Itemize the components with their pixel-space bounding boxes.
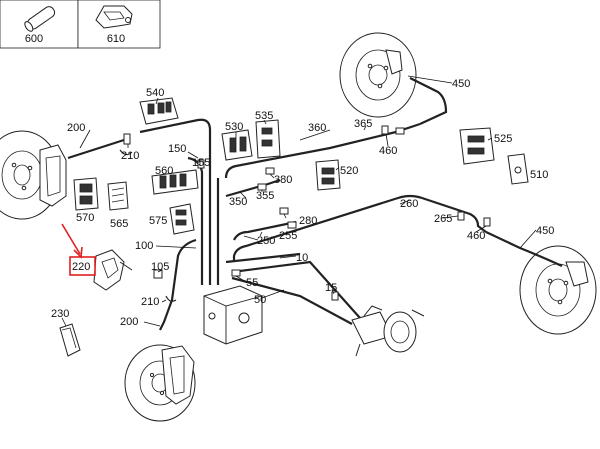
clip-535 xyxy=(255,119,281,159)
label-220[interactable]: 220 xyxy=(72,261,90,273)
clip-530 xyxy=(221,129,253,161)
label-230[interactable]: 230 xyxy=(51,308,69,320)
label-565[interactable]: 565 xyxy=(110,218,128,230)
label-575[interactable]: 575 xyxy=(149,215,167,227)
label-155[interactable]: 155 xyxy=(192,157,210,169)
part-220-bracket[interactable] xyxy=(93,249,133,291)
highlight-marker xyxy=(61,223,96,276)
brake-lines xyxy=(67,77,563,331)
label-150[interactable]: 150 xyxy=(168,143,186,155)
bracket-520 xyxy=(315,159,341,191)
label-265[interactable]: 265 xyxy=(434,213,452,225)
label-520[interactable]: 520 xyxy=(340,165,358,177)
rear-right-brake-disc xyxy=(519,245,597,335)
label-570[interactable]: 570 xyxy=(76,212,94,224)
bracket-525 xyxy=(459,127,495,165)
brake-master-cylinder xyxy=(351,305,425,357)
abs-hydraulic-unit xyxy=(203,285,263,345)
label-560[interactable]: 560 xyxy=(155,165,173,177)
label-100[interactable]: 100 xyxy=(135,240,153,252)
label-350[interactable]: 350 xyxy=(229,196,247,208)
label-50[interactable]: 50 xyxy=(254,294,266,306)
label-250[interactable]: 250 xyxy=(257,235,275,247)
label-460-rear-right[interactable]: 460 xyxy=(467,230,485,242)
fittings xyxy=(119,125,491,302)
label-460[interactable]: 460 xyxy=(379,145,397,157)
label-255[interactable]: 255 xyxy=(279,230,297,242)
label-525[interactable]: 525 xyxy=(494,133,512,145)
label-10[interactable]: 10 xyxy=(296,252,308,264)
rear-left-brake-disc xyxy=(339,32,417,118)
thumbnail-600[interactable]: 600 xyxy=(0,0,79,49)
label-360[interactable]: 360 xyxy=(308,122,326,134)
clip-565 xyxy=(107,181,129,211)
part-230-protector xyxy=(59,323,81,357)
label-450[interactable]: 450 xyxy=(452,78,470,90)
bracket-clip-icon xyxy=(95,5,133,29)
sleeve-icon xyxy=(24,6,56,32)
clip-570 xyxy=(73,177,99,211)
clip-540 xyxy=(139,97,179,125)
label-365[interactable]: 365 xyxy=(354,118,372,130)
label-540[interactable]: 540 xyxy=(146,87,164,99)
leader-lines xyxy=(61,75,537,327)
label-15[interactable]: 15 xyxy=(325,282,337,294)
front-left-brake-disc xyxy=(0,130,67,220)
label-55[interactable]: 55 xyxy=(246,277,258,289)
label-535[interactable]: 535 xyxy=(255,110,273,122)
thumbnail-610[interactable]: 610 xyxy=(77,0,161,49)
label-200[interactable]: 200 xyxy=(67,122,85,134)
label-380[interactable]: 380 xyxy=(274,174,292,186)
clip-575 xyxy=(169,203,195,235)
label-105[interactable]: 105 xyxy=(151,261,169,273)
clip-510 xyxy=(507,153,529,185)
label-210-front-right[interactable]: 210 xyxy=(141,296,159,308)
label-450-rear-right[interactable]: 450 xyxy=(536,225,554,237)
part-labels: 540 450 530 535 360 365 525 200 210 150 … xyxy=(51,78,554,328)
label-280[interactable]: 280 xyxy=(299,215,317,227)
label-210[interactable]: 210 xyxy=(121,150,139,162)
front-right-brake-disc xyxy=(124,344,196,422)
label-355[interactable]: 355 xyxy=(256,190,274,202)
label-260[interactable]: 260 xyxy=(400,198,418,210)
label-510[interactable]: 510 xyxy=(530,169,548,181)
label-530[interactable]: 530 xyxy=(225,121,243,133)
thumbnail-600-label: 600 xyxy=(25,33,43,45)
label-200-front-right[interactable]: 200 xyxy=(120,316,138,328)
clip-560 xyxy=(151,169,199,195)
thumbnail-610-label: 610 xyxy=(107,33,125,45)
